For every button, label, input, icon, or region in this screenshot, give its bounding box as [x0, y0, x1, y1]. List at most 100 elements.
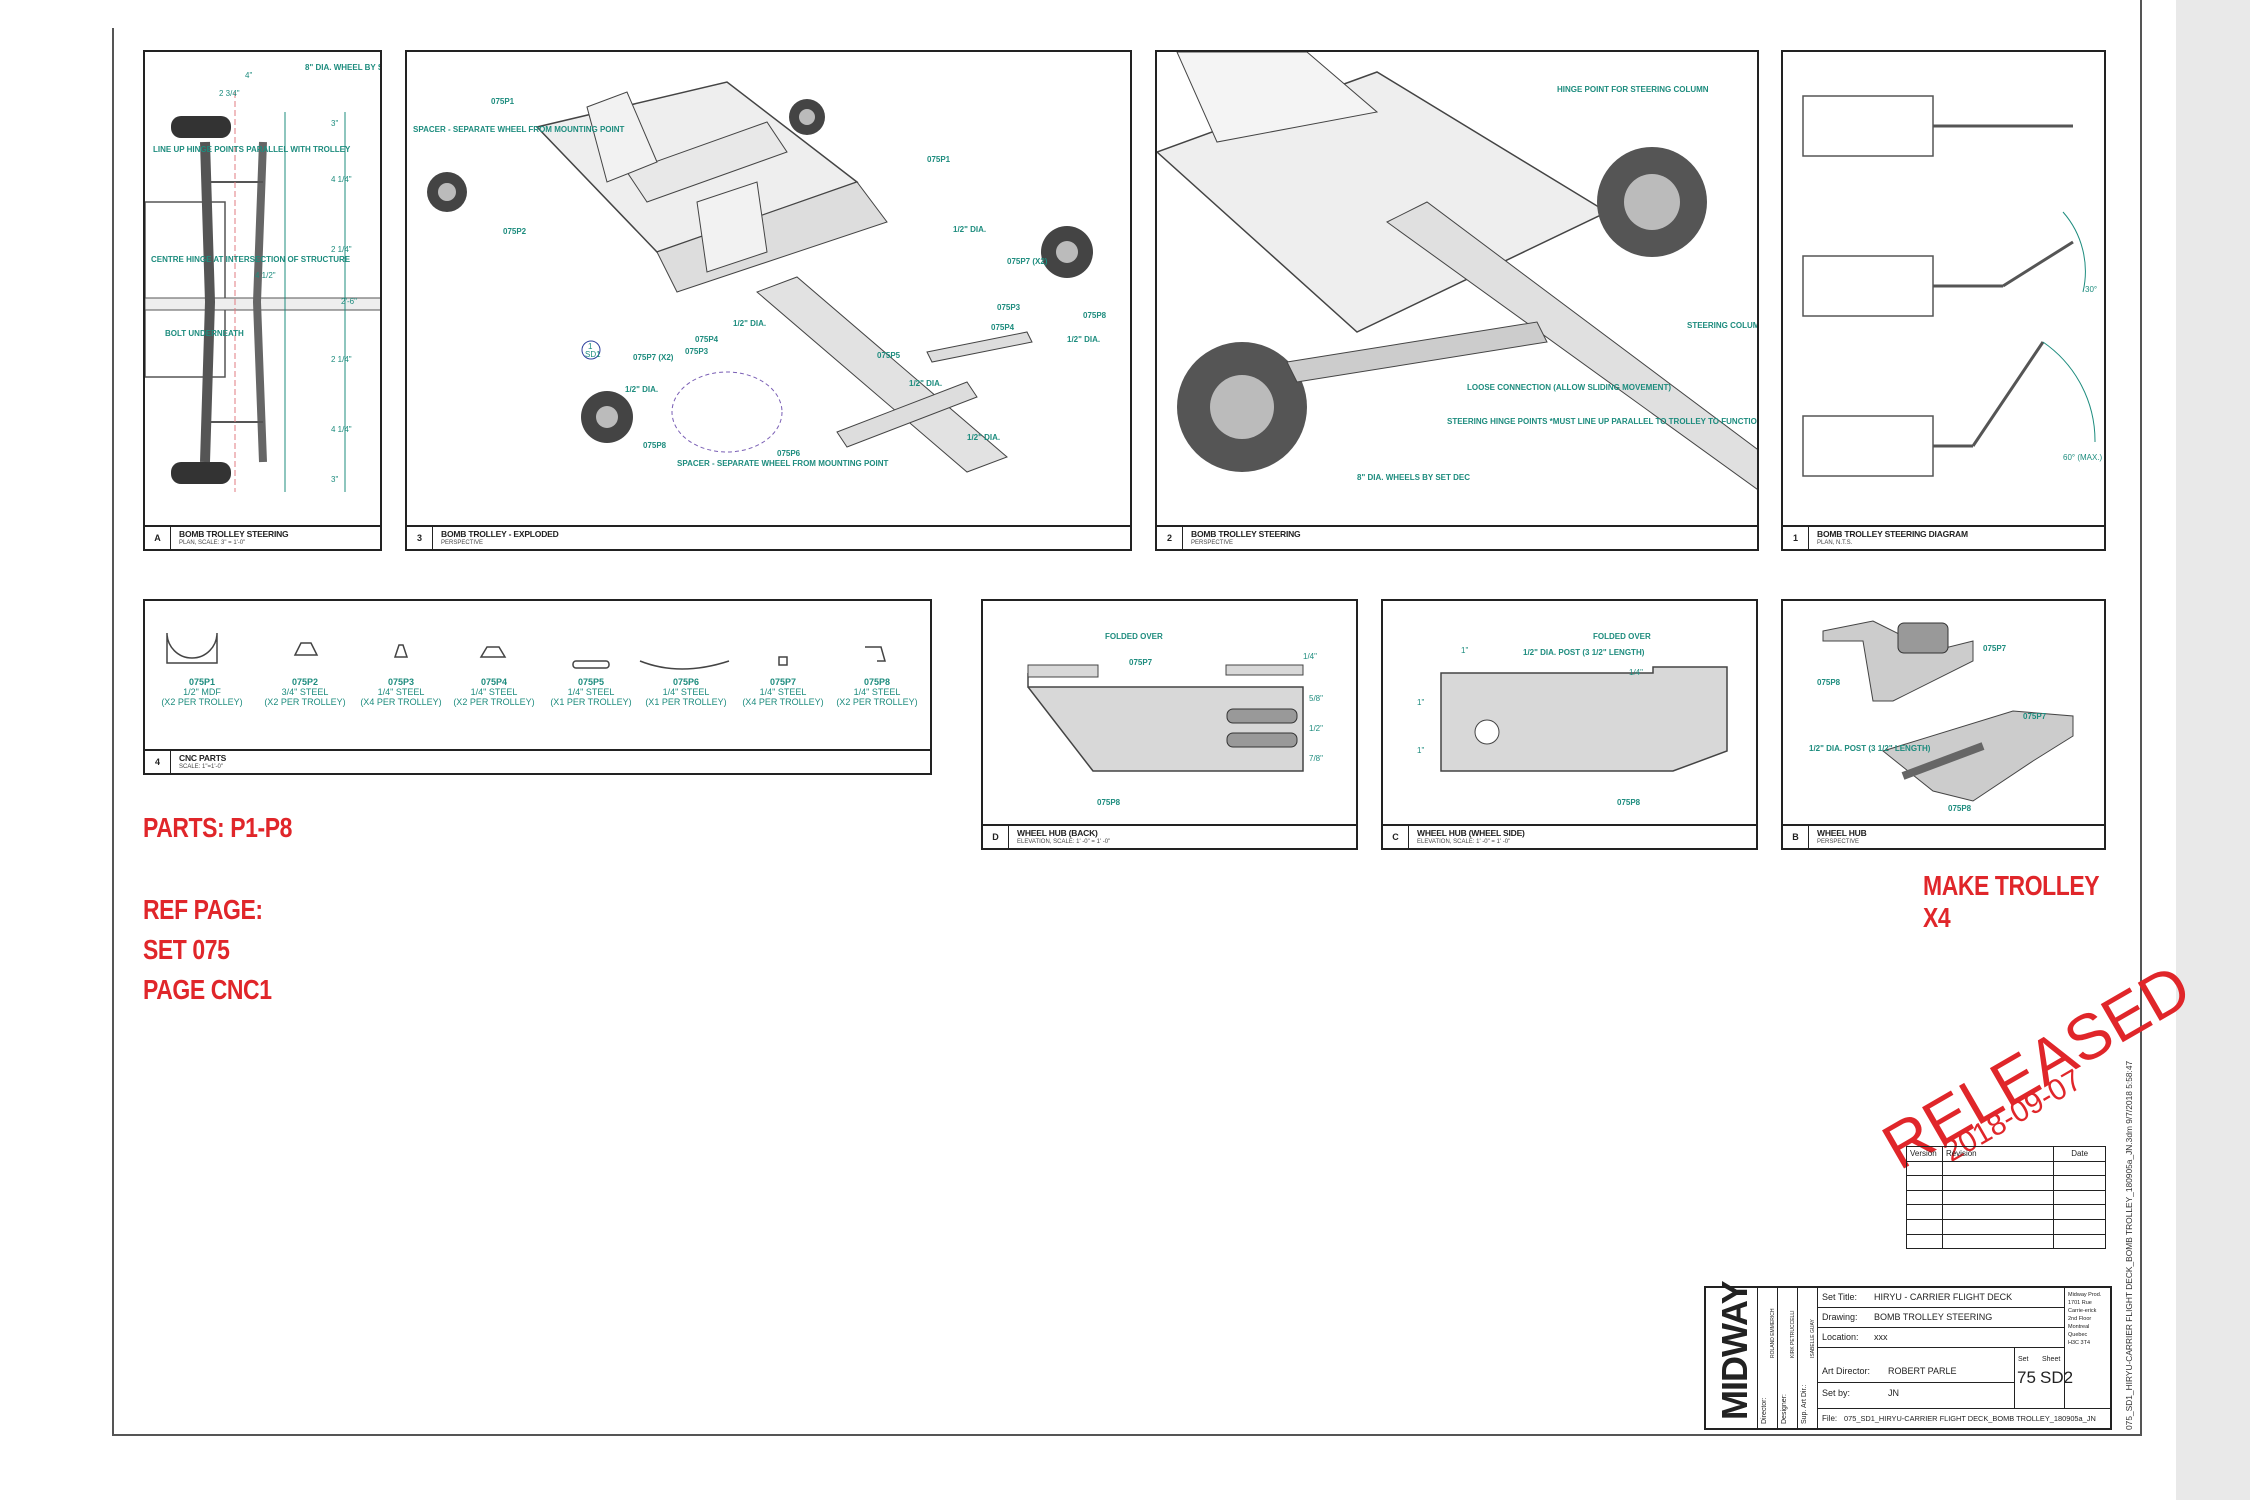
tb-row-people: Art Director: ROBERT PARLE Set by: JN Se…	[1818, 1348, 2073, 1408]
role-col-2: Designer: KIRK PETRUCCELLI	[1778, 1288, 1798, 1428]
p3-label-5: 1/2" DIA.	[953, 225, 986, 234]
cnc-part-5-qty: (X1 PER TROLLEY)	[550, 697, 632, 707]
c-label-p8: 075P8	[1617, 798, 1641, 807]
label-line-up: LINE UP HINGE POINTS PARALLEL WITH TROLL…	[153, 145, 351, 154]
panel-d-wheel-hub-back: FOLDED OVER 075P7 075P8 1/4" 5/8" 1/2" 7…	[981, 599, 1358, 850]
p3-label-18: 1/2" DIA.	[967, 433, 1000, 442]
d-dim-1: 1/4"	[1303, 652, 1317, 661]
panel-4-titlebar: 4 CNC PARTS SCALE: 1"=1'-0"	[145, 749, 930, 773]
tb-val-set: 75	[2017, 1368, 2036, 1387]
d-dim-2: 5/8"	[1309, 694, 1323, 703]
cnc-part-8-mat: 1/4" STEEL	[853, 687, 901, 697]
rev-row	[1906, 1160, 2106, 1177]
dim-10: 3"	[331, 475, 338, 484]
p3-label-20: 075P8	[643, 441, 667, 450]
panel-2-steering-perspective: HINGE POINT FOR STEERING COLUMN STEERING…	[1155, 50, 1759, 551]
panel-4-title: CNC PARTS	[179, 753, 227, 763]
panel-b-drawing: 075P7 075P8 075P7 1/2" DIA. POST (3 1/2"…	[1809, 620, 2074, 813]
c-dim-2: 1/4"	[1629, 668, 1643, 677]
panel-b-subtitle: PERSPECTIVE	[1817, 839, 1860, 845]
cnc-part-6-qty: (X1 PER TROLLEY)	[645, 697, 727, 707]
panel-d-title: WHEEL HUB (BACK)	[1017, 828, 1098, 838]
revision-table: Version Revision Date	[1906, 1146, 2106, 1250]
panel-3-drawing: 075P1 SPACER - SEPARATE WHEEL FROM MOUNT…	[413, 81, 1107, 473]
address-line-3: Carrie-erick	[2068, 1308, 2097, 1314]
p3-label-2: SPACER - SEPARATE WHEEL FROM MOUNTING PO…	[413, 125, 625, 134]
d-dim-3: 1/2"	[1309, 724, 1323, 733]
panel-2-subtitle: PERSPECTIVE	[1191, 540, 1234, 546]
panel-3-exploded: 075P1 SPACER - SEPARATE WHEEL FROM MOUNT…	[405, 50, 1132, 551]
tb-key-set: Set	[2018, 1356, 2029, 1363]
d-label-p8: 075P8	[1097, 798, 1121, 807]
drawing-sheet: 8" DIA. WHEEL BY SET DEC LINE UP HINGE P…	[0, 0, 2202, 1500]
panel-2-titlebar: 2 BOMB TROLLEY STEERING PERSPECTIVE	[1157, 525, 1757, 549]
panel-1-steering-diagram: 30° 60° (MAX.) 1 BOMB TROLLEY STEERING D…	[1781, 50, 2106, 551]
rev-header-version: Version	[1906, 1146, 1943, 1162]
rev-row	[1906, 1218, 2106, 1235]
panel-3-subtitle: PERSPECTIVE	[441, 540, 484, 546]
panel-b-wheel-hub-perspective: 075P7 075P8 075P7 1/2" DIA. POST (3 1/2"…	[1781, 599, 2106, 850]
p3-detail-num: 1	[588, 342, 593, 351]
p3-label-17: 075P6	[777, 449, 801, 458]
c-dim-4: 1"	[1417, 746, 1424, 755]
b-label-p8-top: 075P8	[1817, 678, 1841, 687]
cnc-part-5: 075P5 1/4" STEEL (X1 PER TROLLEY)	[546, 677, 636, 707]
c-label-folded: FOLDED OVER	[1593, 632, 1651, 641]
d-dim-4: 7/8"	[1309, 754, 1323, 763]
angle-30: 30°	[2085, 285, 2097, 294]
dim-8: 2 1/4"	[331, 355, 352, 364]
panel-c-titlebar: C WHEEL HUB (WHEEL SIDE) ELEVATION, SCAL…	[1383, 824, 1756, 848]
rev-row	[1906, 1233, 2106, 1250]
label-bolt: BOLT UNDERNEATH	[165, 329, 244, 338]
dim-5: 2 1/4"	[331, 245, 352, 254]
b-label-p8-bottom: 075P8	[1948, 804, 1972, 813]
address-line-2: 1701 Rue	[2068, 1300, 2092, 1306]
p3-label-4: 075P1	[927, 155, 951, 164]
panel-c-number: C	[1383, 826, 1409, 848]
cnc-part-4-qty: (X2 PER TROLLEY)	[453, 697, 535, 707]
panel-1-titlebar: 1 BOMB TROLLEY STEERING DIAGRAM PLAN, N.…	[1783, 525, 2104, 549]
panel-c-title: WHEEL HUB (WHEEL SIDE)	[1417, 828, 1525, 838]
cnc-shapes	[166, 632, 886, 670]
tb-val-set-title: HIRYU - CARRIER FLIGHT DECK	[1874, 1292, 2013, 1302]
tb-key-file: File:	[1822, 1414, 1838, 1423]
address-line-5: Montreal	[2068, 1324, 2090, 1330]
dim-9: 4 1/4"	[331, 425, 352, 434]
panel-3-title: BOMB TROLLEY - EXPLODED	[441, 529, 559, 539]
tb-key-set-title: Set Title:	[1822, 1292, 1858, 1302]
panel-1-title: BOMB TROLLEY STEERING DIAGRAM	[1817, 529, 1968, 539]
p3-label-10: 075P4	[695, 335, 719, 344]
panel-c-drawing: 1/2" DIA. POST (3 1/2" LENGTH) FOLDED OV…	[1417, 632, 1728, 807]
rev-header-date: Date	[2053, 1146, 2106, 1162]
tb-key-drawing: Drawing:	[1822, 1312, 1858, 1322]
cnc-part-8: 075P8 1/4" STEEL (X2 PER TROLLEY)	[832, 677, 922, 707]
tb-key-artdir: Art Director:	[1822, 1366, 1871, 1376]
panel-3-number: 3	[407, 527, 433, 549]
tb-row-drawing: Drawing: BOMB TROLLEY STEERING	[1818, 1308, 2064, 1328]
label-wheel: 8" DIA. WHEEL BY SET DEC	[305, 63, 382, 72]
panel-2-title: BOMB TROLLEY STEERING	[1191, 529, 1301, 539]
cnc-part-7: 075P7 1/4" STEEL (X4 PER TROLLEY)	[738, 677, 828, 707]
note-ref-1: REF PAGE:	[143, 894, 263, 925]
panel-3-titlebar: 3 BOMB TROLLEY - EXPLODED PERSPECTIVE	[407, 525, 1130, 549]
sheet-border-bottom	[112, 1434, 2142, 1436]
panel-a-subtitle: PLAN, SCALE: 3" = 1'-0"	[179, 540, 246, 546]
p3-detail-sheet: SD1	[585, 350, 601, 359]
cnc-part-3-id: 075P3	[387, 677, 415, 687]
cnc-part-4-id: 075P4	[480, 677, 508, 687]
cnc-part-1-mat: 1/2" MDF	[183, 687, 221, 697]
angle-60: 60° (MAX.)	[2063, 453, 2103, 462]
note-parts: PARTS: P1-P8	[143, 812, 293, 843]
tb-val-drawing: BOMB TROLLEY STEERING	[1874, 1312, 1993, 1322]
role-director: Director:	[1761, 1397, 1768, 1424]
address-line-4: 2nd Floor	[2068, 1316, 2092, 1322]
tb-row-set-title: Set Title: HIRYU - CARRIER FLIGHT DECK	[1818, 1288, 2064, 1308]
side-file-path: 075_SD1_HIRYU-CARRIER FLIGHT DECK_BOMB T…	[2124, 1060, 2134, 1430]
role-col-1: Director: ROLAND EMMERICH	[1758, 1288, 1778, 1428]
p3-label-1: 075P1	[491, 97, 515, 106]
cnc-part-3-mat: 1/4" STEEL	[377, 687, 425, 697]
rev-row	[1906, 1175, 2106, 1191]
address-line-6: Quebec	[2068, 1332, 2088, 1338]
p3-label-7: 075P3	[997, 303, 1021, 312]
brand-cell: MIDWAY	[1706, 1281, 1758, 1428]
